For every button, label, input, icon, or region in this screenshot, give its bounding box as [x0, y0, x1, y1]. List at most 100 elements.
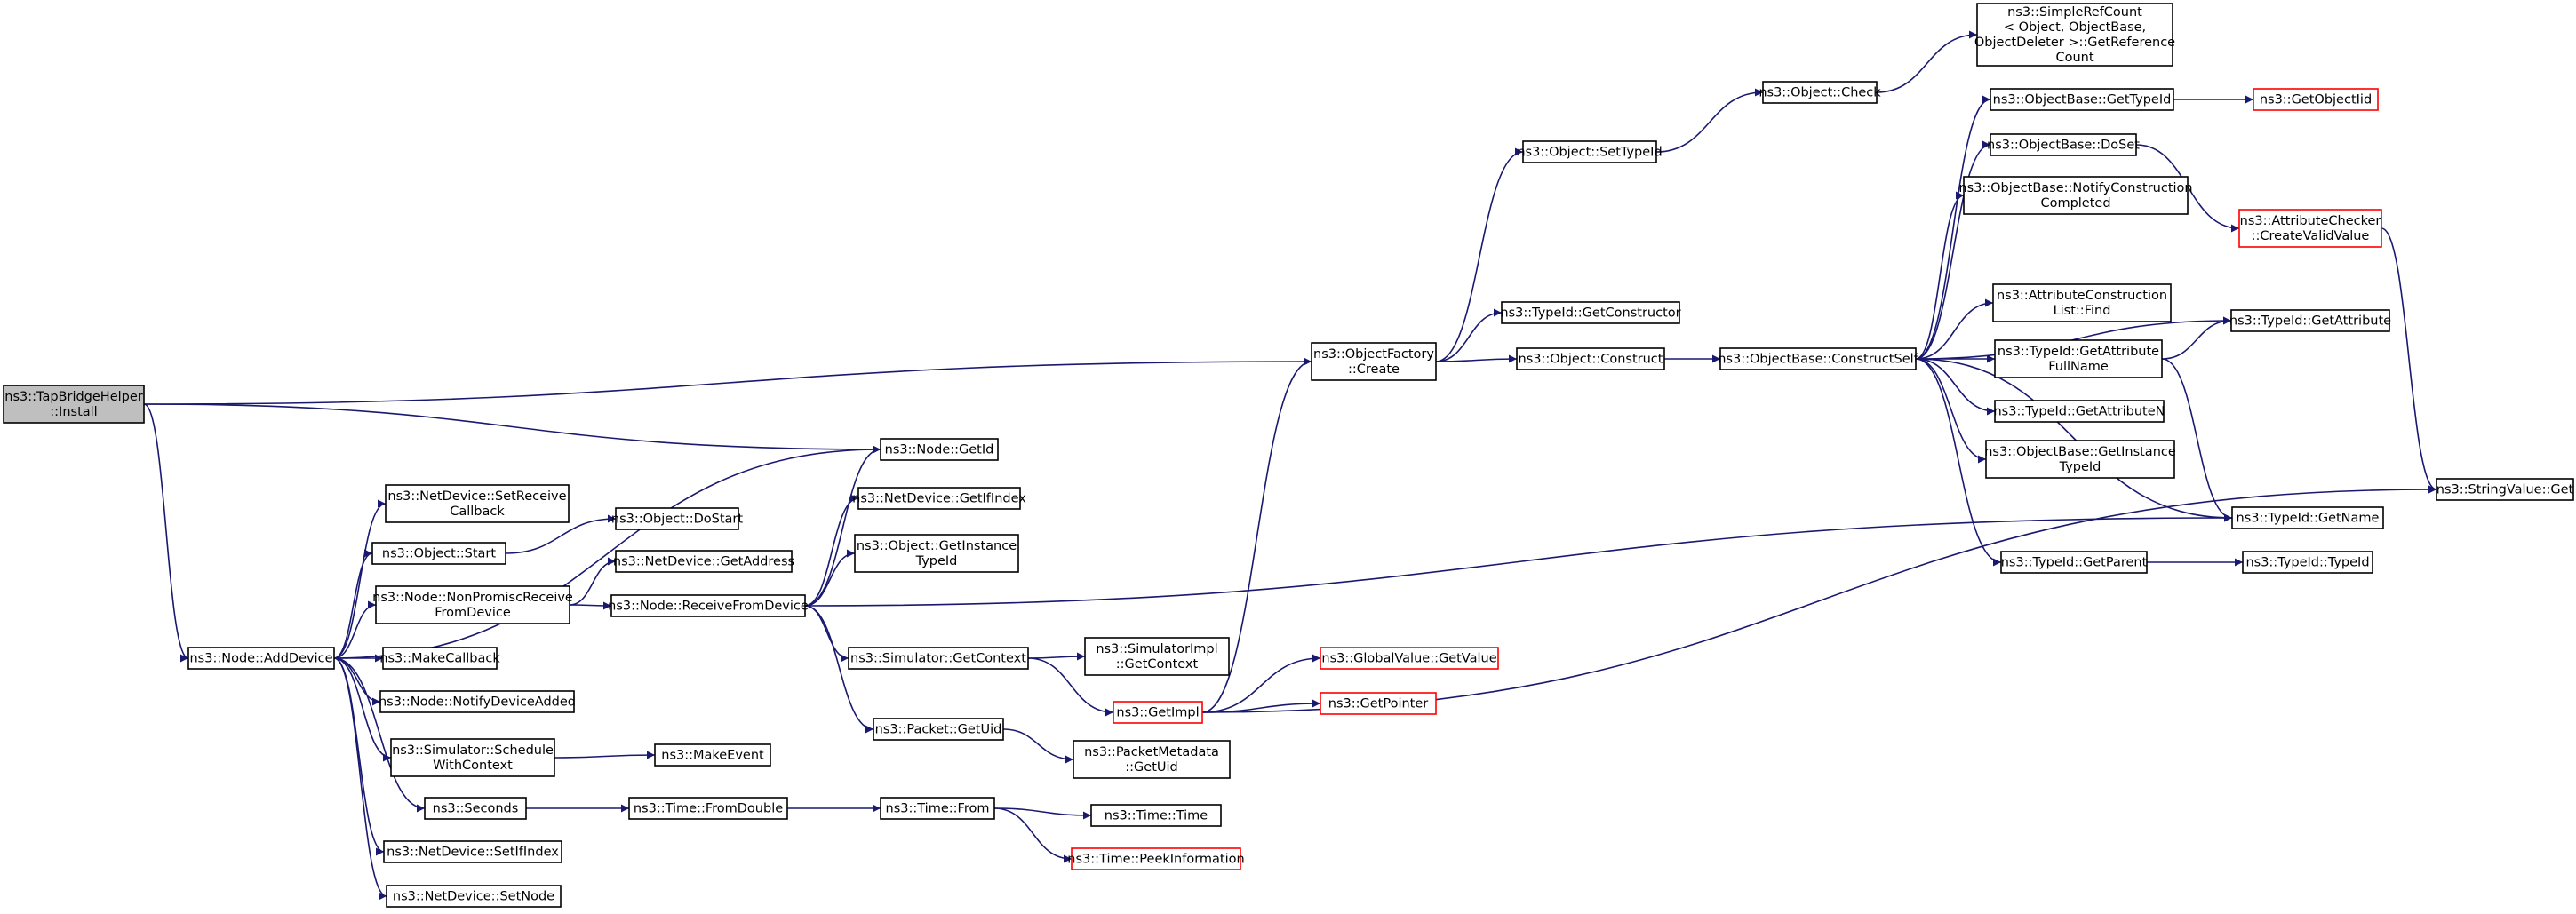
node-label-line: ns3::Object::Check [1759, 86, 1881, 100]
function-node-globalvalue-getvalue[interactable]: ns3::GlobalValue::GetValue [1320, 647, 1499, 670]
node-box [654, 743, 771, 767]
function-node-makecallback[interactable]: ns3::MakeCallback [379, 647, 500, 670]
function-node-nd-setnode[interactable]: ns3::NetDevice::SetNode [386, 885, 562, 908]
call-edge-objectbase_constructself-to-typeid_getparent [1915, 358, 2002, 567]
function-node-node-getid[interactable]: ns3::Node::GetId [880, 438, 999, 461]
node-label-line: ns3::Node::GetId [885, 443, 994, 457]
node-label-line: ns3::Time::From [886, 802, 990, 816]
function-node-time-peekinformation[interactable]: ns3::Time::PeekInformation [1067, 847, 1245, 870]
function-node-typeid-getname[interactable]: ns3::TypeId::GetName [2231, 506, 2384, 529]
function-node-objectbase-doset[interactable]: ns3::ObjectBase::DoSet [1987, 133, 2140, 156]
call-edge-node_receivefromdevice-to-packet_getuid [804, 605, 874, 734]
node-box [1113, 701, 1203, 724]
function-node-object-check[interactable]: ns3::Object::Check [1759, 81, 1881, 104]
node-box [424, 797, 527, 820]
node-box [610, 594, 806, 617]
function-node-packetmetadata-getuid[interactable]: ns3::PacketMetadata::GetUid [1073, 740, 1231, 779]
call-edge-time_from-to-time_time [993, 807, 1092, 820]
function-node-stringvalue-get[interactable]: ns3::StringValue::Get [2436, 478, 2574, 501]
function-node-typeid-getattributen[interactable]: ns3::TypeId::GetAttributeN [1993, 400, 2165, 423]
function-node-object-dostart[interactable]: ns3::Object::DoStart [611, 507, 744, 530]
node-label-line: ns3::ObjectFactory [1313, 347, 1434, 362]
node-label-line: Callback [450, 505, 505, 519]
call-edge-objectbase_constructself-to-objectbase_doset [1915, 140, 1991, 360]
function-node-typeid-typeid[interactable]: ns3::TypeId::TypeId [2242, 551, 2373, 574]
function-node-typeid-getconstructor[interactable]: ns3::TypeId::GetConstructor [1500, 301, 1681, 324]
call-edge-sim_getcontext-to-simimpl_getcontext [1027, 652, 1086, 661]
node-label-line: ns3::SimpleRefCount [2007, 5, 2142, 20]
call-edge-object_check-to-simplerefcount [1876, 30, 1978, 93]
function-node-simimpl-getcontext[interactable]: ns3::SimulatorImpl::GetContext [1084, 637, 1230, 676]
node-label-line: ns3::Simulator::GetContext [850, 652, 1026, 666]
function-node-object-construct[interactable]: ns3::Object::Construct [1516, 347, 1665, 370]
function-node-sim-getcontext[interactable]: ns3::Simulator::GetContext [848, 647, 1029, 670]
node-box [3, 385, 145, 424]
function-node-typeid-getattribute[interactable]: ns3::TypeId::GetAttribute [2229, 309, 2391, 332]
function-node-objectbase-constructself[interactable]: ns3::ObjectBase::ConstructSelf [1718, 347, 1919, 370]
node-label-line: ns3::Object::Construct [1519, 353, 1663, 367]
node-label-line: TypeId [2059, 460, 2101, 474]
function-node-getobjectiid[interactable]: ns3::GetObjectIid [2253, 88, 2379, 111]
function-node-packet-getuid[interactable]: ns3::Packet::GetUid [873, 718, 1004, 741]
function-node-objectbase-gettypeid[interactable]: ns3::ObjectBase::GetTypeId [1990, 88, 2174, 111]
call-edge-node_adddevice-to-object_start [333, 549, 373, 659]
function-node-install[interactable]: ns3::TapBridgeHelper::Install [3, 385, 145, 424]
function-node-getpointer[interactable]: ns3::GetPointer [1320, 692, 1437, 715]
function-node-typeid-getparent[interactable]: ns3::TypeId::GetParent [2000, 551, 2148, 574]
call-edge-node_receivefromdevice-to-object_getinstancetypeid [804, 549, 856, 607]
node-label-line: ns3::GetObjectIid [2260, 93, 2372, 107]
node-box [2242, 551, 2373, 574]
node-box [2238, 209, 2382, 248]
function-node-attributechecker-createvalidvalue[interactable]: ns3::AttributeChecker::CreateValidValue [2238, 209, 2382, 248]
node-box [1311, 342, 1437, 381]
node-label-line: WithContext [433, 759, 513, 773]
node-label-line: ns3::Packet::GetUid [875, 723, 1002, 737]
function-node-objectbase-notifyconstruction[interactable]: ns3::ObjectBase::NotifyConstructionCompl… [1958, 176, 2193, 215]
function-node-node-adddevice[interactable]: ns3::Node::AddDevice [187, 647, 335, 670]
function-node-nd-getaddress[interactable]: ns3::NetDevice::GetAddress [613, 550, 794, 573]
node-label-line: ns3::TapBridgeHelper [4, 390, 143, 404]
node-label-line: ns3::MakeCallback [379, 652, 500, 666]
node-box [187, 647, 335, 670]
function-node-time-fromdouble[interactable]: ns3::Time::FromDouble [628, 797, 788, 820]
node-label-line: ns3::PacketMetadata [1084, 745, 1219, 759]
function-node-makeevent[interactable]: ns3::MakeEvent [654, 743, 771, 767]
function-node-object-settypeid[interactable]: ns3::Object::SetTypeId [1517, 140, 1663, 163]
node-label-line: ns3::Time::PeekInformation [1067, 853, 1244, 867]
function-node-getimpl[interactable]: ns3::GetImpl [1113, 701, 1203, 724]
function-node-node-notifydeviceadded[interactable]: ns3::Node::NotifyDeviceAdded [379, 690, 576, 713]
function-node-nd-getifindex[interactable]: ns3::NetDevice::GetIfIndex [852, 487, 1026, 510]
node-label-line: ns3::TypeId::GetAttribute [1998, 345, 2159, 359]
node-box [371, 542, 506, 565]
node-box [1719, 347, 1917, 370]
function-node-nd-setifindex[interactable]: ns3::NetDevice::SetIfIndex [383, 840, 562, 863]
function-node-node-receivefromdevice[interactable]: ns3::Node::ReceiveFromDevice [608, 594, 809, 617]
function-node-simplerefcount[interactable]: ns3::SimpleRefCount< Object, ObjectBase,… [1974, 3, 2175, 67]
call-edge-node_adddevice-to-nd_setifindex [333, 657, 385, 856]
node-label-line: ns3::TypeId::GetAttributeN [1993, 405, 2165, 419]
node-box [1985, 440, 2175, 479]
node-label-line: ns3::TypeId::GetName [2237, 512, 2380, 526]
node-box [2436, 478, 2574, 501]
node-box [2231, 506, 2384, 529]
node-box [379, 690, 575, 713]
function-node-object-start[interactable]: ns3::Object::Start [371, 542, 506, 565]
function-node-objfac-create[interactable]: ns3::ObjectFactory::Create [1311, 342, 1437, 381]
call-edge-typeid_getattributefullname-to-typeid_getattribute [2161, 316, 2232, 360]
function-node-seconds[interactable]: ns3::Seconds [424, 797, 527, 820]
node-box [1071, 847, 1241, 870]
function-node-time-from[interactable]: ns3::Time::From [880, 797, 995, 820]
node-box [375, 585, 570, 624]
node-box [1320, 692, 1437, 715]
call-edge-objectbase_constructself-to-objectbase_notifyconstruction [1915, 191, 1965, 360]
node-box [390, 738, 555, 777]
function-node-time-time[interactable]: ns3::Time::Time [1090, 804, 1222, 827]
